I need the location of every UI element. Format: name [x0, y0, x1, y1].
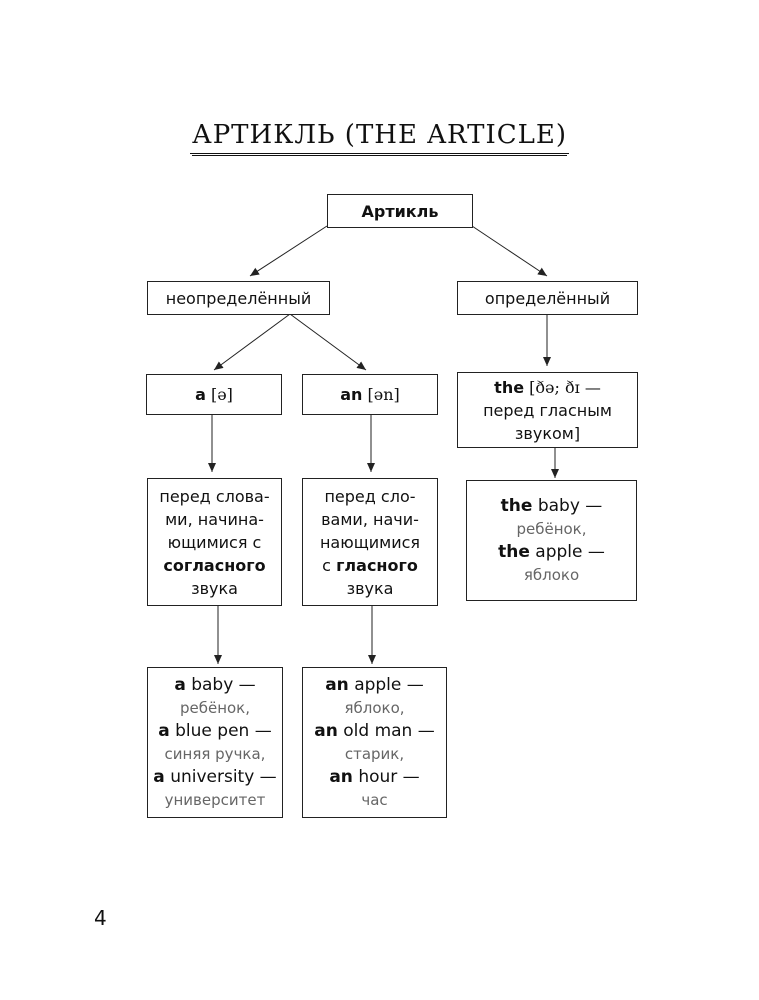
the-example-2-word: apple — [535, 541, 605, 562]
a-example-1-word: baby — [191, 674, 256, 695]
article-an: an [340, 385, 363, 404]
a-example-2-translation: синяя ручка, [164, 744, 266, 763]
the-example-2-translation: яблоко [523, 565, 580, 584]
a-example-3-word: university — [170, 766, 277, 787]
an-examples-box: an apple — яблоко, an old man — старик, … [302, 667, 447, 818]
an-example-1-translation: яблоко, [344, 698, 405, 717]
article-an-box: an [ən] [302, 374, 438, 415]
the-examples-box: the baby — ребёнок, the apple — яблоко [466, 480, 637, 601]
article-an-ipa: [ən] [367, 385, 400, 404]
an-example-3-translation: час [361, 790, 388, 809]
rule-a-line3: ющимися с [167, 532, 262, 552]
article-a: a [195, 385, 206, 404]
a-example-2-word: blue pen — [175, 720, 272, 741]
rule-a-line4: согласного [163, 555, 266, 575]
an-example-2-translation: старик, [344, 744, 405, 763]
an-example-3-article: an [329, 766, 353, 787]
an-example-2-article: an [314, 720, 338, 741]
rule-a-box: перед слова- ми, начина- ющимися с согла… [147, 478, 282, 606]
root-box: Артикль [327, 194, 473, 228]
arrow-root-to-indefinite [249, 225, 328, 277]
rule-an-line3: нающимися [319, 532, 421, 552]
article-the-ipa: [ðə; ðɪ — [529, 377, 601, 397]
rule-an-line5: звука [346, 578, 394, 598]
rule-an-line1: перед сло- [324, 486, 416, 506]
page-number: 4 [94, 906, 107, 930]
the-example-1-word: baby — [537, 495, 603, 516]
an-example-1-article: an [325, 674, 349, 695]
article-the-line3: звуком] [514, 423, 581, 443]
rule-a-line2: ми, начина- [165, 509, 264, 529]
the-example-1-article: the [500, 495, 533, 516]
arrow-indefinite-to-an [289, 313, 367, 371]
indefinite-box: неопределённый [147, 281, 330, 315]
article-a-ipa: [ə] [210, 385, 233, 404]
definite-label: определённый [484, 288, 611, 308]
an-example-2-word: old man — [343, 720, 435, 741]
arrow-root-to-definite [471, 225, 548, 277]
rule-a-line1: перед слова- [159, 486, 270, 506]
a-example-3-article: a [153, 766, 165, 787]
rule-a-line5: звука [191, 578, 238, 598]
definite-box: определённый [457, 281, 638, 315]
article-the-box: the [ðə; ðɪ — перед гласным звуком] [457, 372, 638, 448]
the-example-1-translation: ребёнок, [516, 519, 587, 538]
article-the-line2: перед гласным [483, 400, 612, 420]
a-example-3-translation: университет [164, 790, 266, 809]
a-example-2-article: a [158, 720, 170, 741]
article-the: the [494, 377, 525, 397]
rule-an-line2: вами, начи- [321, 509, 419, 529]
arrow-indefinite-to-a [213, 313, 291, 371]
root-label: Артикль [361, 201, 439, 221]
rule-an-line4-prefix: с [322, 555, 331, 575]
article-a-box: a [ə] [146, 374, 282, 415]
the-example-2-article: the [498, 541, 530, 562]
rule-an-line4-bold: гласного [336, 555, 418, 575]
indefinite-label: неопределённый [165, 288, 312, 308]
page-title-text: АРТИКЛЬ (THE ARTICLE) [190, 118, 569, 154]
a-example-1-translation: ребёнок, [179, 698, 251, 717]
page-title: АРТИКЛЬ (THE ARTICLE) [0, 118, 759, 154]
a-examples-box: a baby — ребёнок, a blue pen — синяя руч… [147, 667, 283, 818]
rule-an-box: перед сло- вами, начи- нающимися с гласн… [302, 478, 438, 606]
an-example-3-word: hour — [358, 766, 420, 787]
a-example-1-article: a [174, 674, 186, 695]
an-example-1-word: apple — [354, 674, 424, 695]
